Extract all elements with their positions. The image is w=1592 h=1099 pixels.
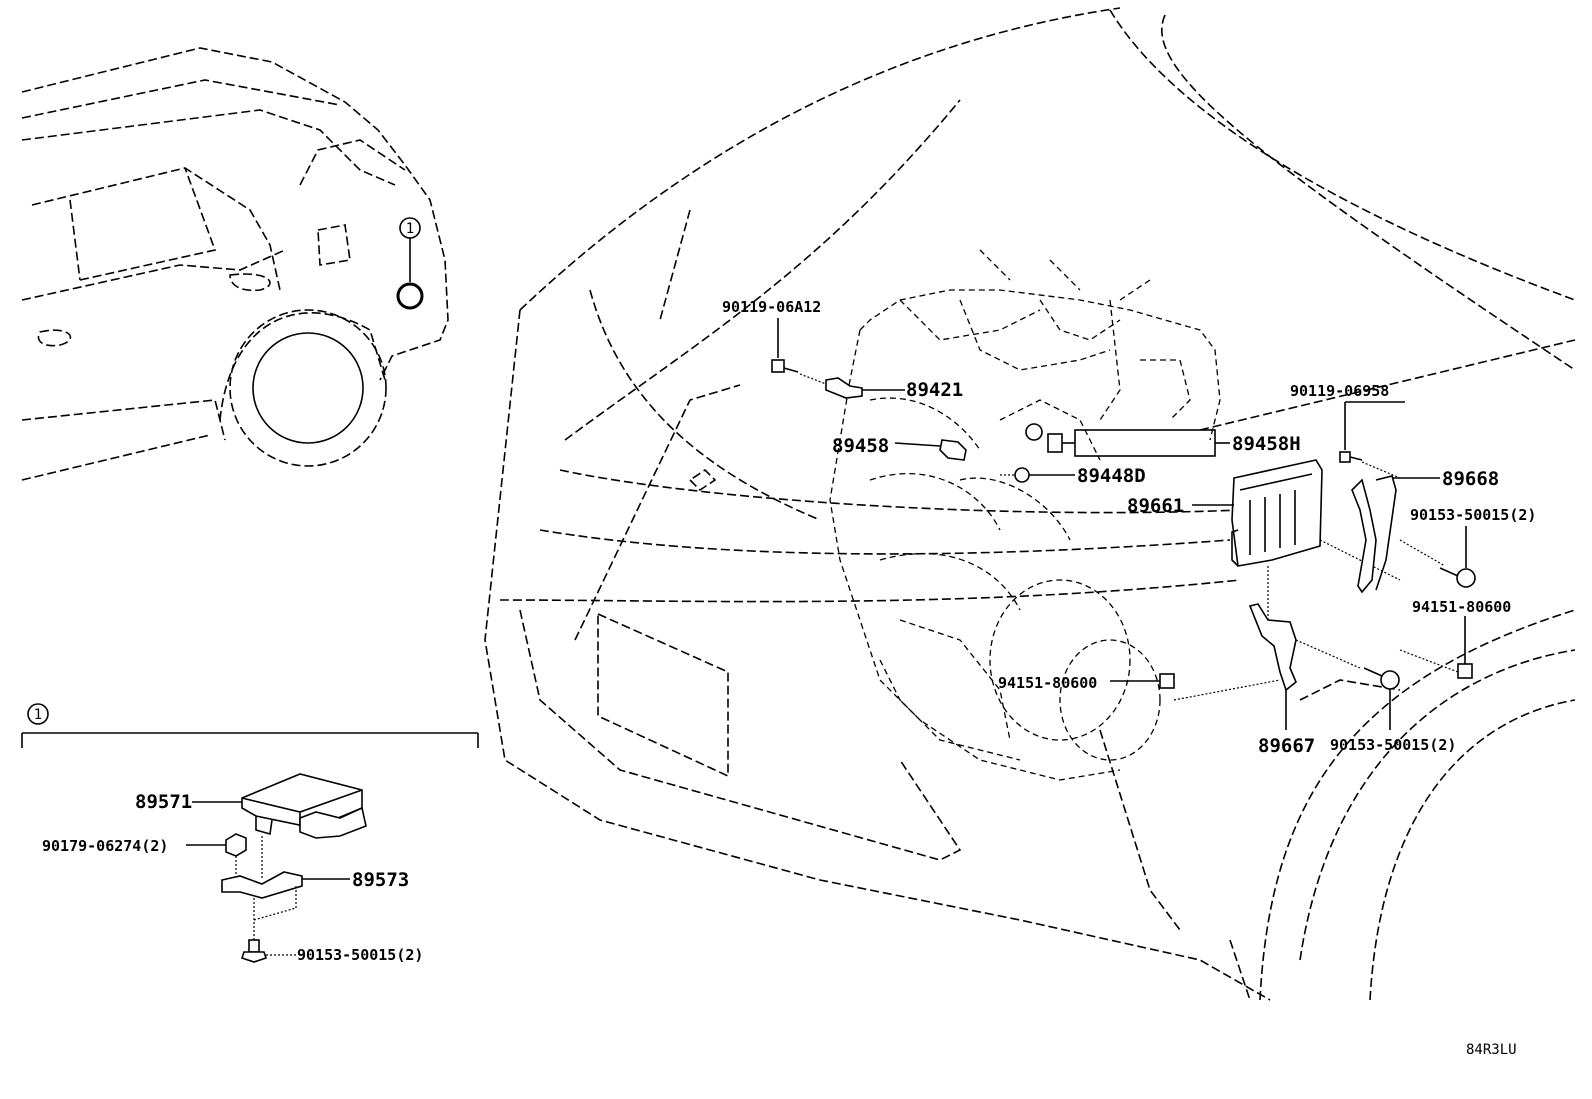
label-89668: 89668 [1442,468,1499,490]
label-89667: 89667 [1258,735,1315,757]
label-89448D: 89448D [1077,465,1146,487]
callout-marker-label-rear: 1 [406,221,414,237]
bolt-90119-06958 [1339,401,1405,479]
label-90153-50015-right-bottom: 90153-50015(2) [1330,736,1456,754]
ecu-89661 [1192,459,1401,640]
label-89458: 89458 [832,435,889,457]
bolt-90153-50015-inset [240,939,296,963]
bolt-90153-50015-right-top [1399,526,1476,588]
bracket-89573 [221,871,350,940]
sensor-89458 [894,439,967,461]
label-89571: 89571 [135,791,192,813]
callout-marker-rear: 1 [396,217,424,310]
rear-vehicle-view [21,47,449,481]
sensor-module-89571 [192,773,367,839]
diagram-code: 84R3LU [1466,1042,1517,1058]
sensor-89448D [1000,467,1075,483]
bracket-89667 [1248,603,1361,730]
inset-detail-1: 1 89571 90179-06274(2) 8957 [21,703,479,964]
label-94151-80600-mid: 94151-80600 [998,674,1097,692]
bolt-90153-50015-right-bottom [1363,667,1400,730]
nut-94151-80600-mid [1110,673,1281,701]
sensor-89421 [799,373,905,399]
callout-marker-label-inset: 1 [34,707,42,723]
label-90153-50015-inset: 90153-50015(2) [297,946,423,964]
label-90153-50015-right-top: 90153-50015(2) [1410,506,1536,524]
label-89421: 89421 [906,379,963,401]
sensor-89458H [1047,429,1230,457]
label-90179-06274: 90179-06274(2) [42,837,168,855]
engine-assembly [829,249,1221,781]
nut-94151-80600-right [1399,616,1473,679]
label-89573: 89573 [352,869,409,891]
label-90119-06958: 90119-06958 [1290,382,1389,400]
bracket-89668 [1351,475,1440,594]
bolt-90119-06A12 [771,318,799,373]
label-89458H: 89458H [1232,433,1301,455]
label-94151-80600-right: 94151-80600 [1412,598,1511,616]
front-vehicle-body [484,7,1576,1001]
label-90119-06A12: 90119-06A12 [722,298,821,316]
label-89661: 89661 [1127,495,1184,517]
nut-90179-06274 [186,833,263,880]
